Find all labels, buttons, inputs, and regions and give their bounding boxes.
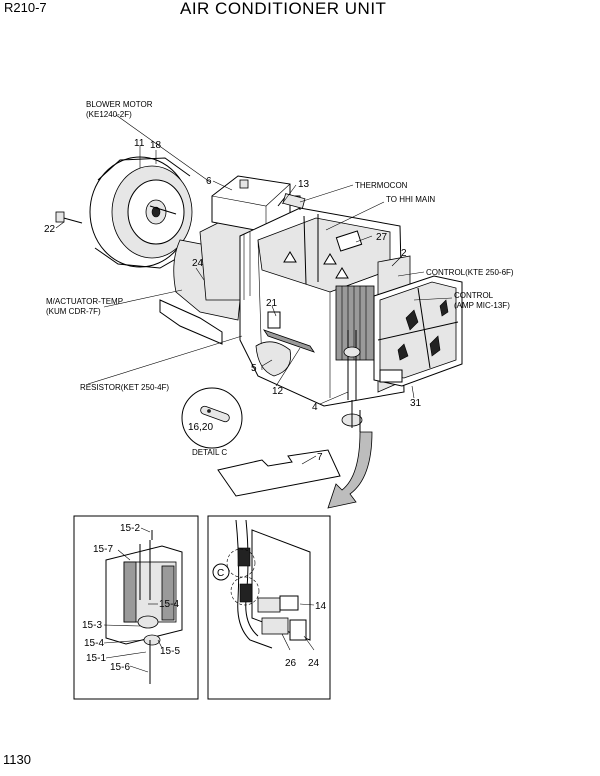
callout-31: 31 <box>410 398 422 409</box>
inset-evaporator-drawing <box>105 530 183 684</box>
callout-5: 5 <box>251 363 257 374</box>
inset-wiring-drawing <box>212 519 311 649</box>
label-resistor: RESISTOR(KET 250-4F) <box>80 383 169 392</box>
callout-15-3: 15-3 <box>82 620 102 631</box>
callout-16-20: 16,20 <box>188 422 213 433</box>
callout-12: 12 <box>272 386 284 397</box>
callout-15-4-top: 15-4 <box>159 599 179 610</box>
blower-motor-drawing <box>55 156 193 269</box>
label-detail-c: DETAIL C <box>192 448 227 457</box>
detail-c-drawing <box>181 387 243 449</box>
page-title: AIR CONDITIONER UNIT <box>180 0 387 18</box>
filter-panel-drawing <box>373 275 463 387</box>
inset-box-right <box>207 515 331 700</box>
callout-11: 11 <box>134 138 145 149</box>
label-blower-motor-pn: (KE1240-2F) <box>86 110 132 119</box>
label-control: CONTROL <box>454 291 494 300</box>
inset-left-leaders <box>103 527 163 673</box>
label-thermocon: THERMOCON <box>355 181 408 190</box>
filter-pad-drawing <box>217 449 341 497</box>
callout-24: 24 <box>192 258 204 269</box>
callout-6: 6 <box>206 176 212 187</box>
callout-13: 13 <box>298 179 310 190</box>
callout-15-2: 15-2 <box>120 523 140 534</box>
callout-15-7: 15-7 <box>93 544 113 555</box>
callout-4: 4 <box>312 402 318 413</box>
leader-lines <box>55 114 453 465</box>
inset-right-leaders <box>281 603 315 651</box>
callout-26: 26 <box>285 658 297 669</box>
callout-18: 18 <box>150 140 162 151</box>
callout-22: 22 <box>44 224 56 235</box>
page-number: 1130 <box>3 752 31 767</box>
callout-21: 21 <box>266 298 278 309</box>
detail-marker-c: C <box>217 568 224 579</box>
label-actuator: M/ACTUATOR-TEMP <box>46 297 123 306</box>
direction-arrow <box>327 431 373 509</box>
callout-15-1: 15-1 <box>86 653 106 664</box>
ac-housing-drawing <box>159 175 411 432</box>
callout-24-inset: 24 <box>308 658 320 669</box>
label-blower-motor: BLOWER MOTOR <box>86 100 153 109</box>
label-to-hhi-main: TO HHI MAIN <box>386 195 435 204</box>
label-actuator-pn: (KUM CDR-7F) <box>46 307 101 316</box>
callout-14: 14 <box>315 601 327 612</box>
label-control-amp: (AMP MIC-13F) <box>454 301 510 310</box>
model-code: R210-7 <box>4 0 47 15</box>
callout-15-4-bottom: 15-4 <box>84 638 104 649</box>
callout-15-6: 15-6 <box>110 662 130 673</box>
label-control-kte: CONTROL(KTE 250-6F) <box>426 268 514 277</box>
callout-27: 27 <box>376 232 388 243</box>
callout-2: 2 <box>401 248 407 259</box>
inset-box-left <box>73 515 199 700</box>
callout-15-5: 15-5 <box>160 646 180 657</box>
callout-7: 7 <box>317 452 323 463</box>
